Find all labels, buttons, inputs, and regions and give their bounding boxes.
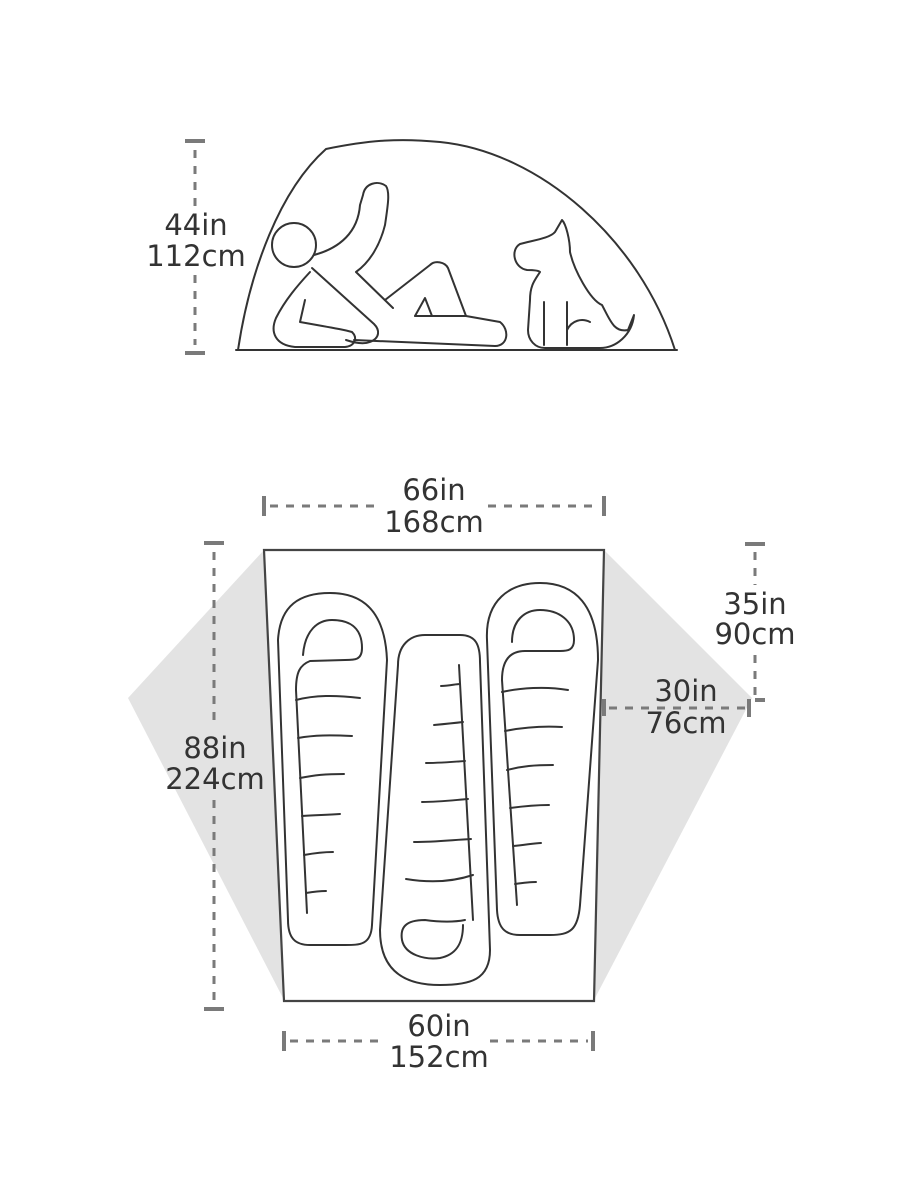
person-reclining-icon: [271, 182, 508, 348]
side-view: 44in 112cm: [146, 139, 678, 355]
length-dimension-line: [204, 541, 224, 1011]
tent-floor-outline: [262, 548, 606, 1003]
sleeping-bag-middle-icon: [379, 634, 491, 986]
tent-profile-outline: [237, 139, 676, 351]
length-imperial: 88in: [183, 731, 246, 765]
length-metric: 224cm: [165, 762, 265, 796]
vestibule-length-imperial: 35in: [723, 587, 786, 621]
side-height-metric: 112cm: [146, 239, 246, 273]
vestibule-length-dimension-line: [745, 542, 765, 702]
vestibule-depth-dimension-line: [602, 699, 751, 717]
head-width-imperial: 66in: [402, 473, 465, 507]
foot-width-imperial: 60in: [407, 1009, 470, 1043]
head-width-dimension-line: [262, 496, 606, 516]
sleeping-bag-left-icon: [277, 592, 388, 946]
height-dimension-line: [185, 139, 205, 355]
side-height-imperial: 44in: [164, 208, 227, 242]
foot-width-metric: 152cm: [389, 1040, 489, 1074]
vestibule-depth-imperial: 30in: [654, 674, 717, 708]
vestibule-length-metric: 90cm: [714, 617, 795, 651]
foot-width-dimension-line: [282, 1031, 595, 1051]
vestibule-right: [594, 550, 752, 1000]
dog-sitting-icon: [513, 219, 635, 349]
sleeping-bag-right-icon: [485, 582, 599, 936]
vestibule-left: [128, 550, 284, 1000]
head-width-metric: 168cm: [384, 505, 484, 539]
floor-plan: 66in 168cm 88in 224cm 35in 90cm 30in 76c…: [128, 473, 796, 1074]
vestibule-depth-metric: 76cm: [645, 706, 726, 740]
